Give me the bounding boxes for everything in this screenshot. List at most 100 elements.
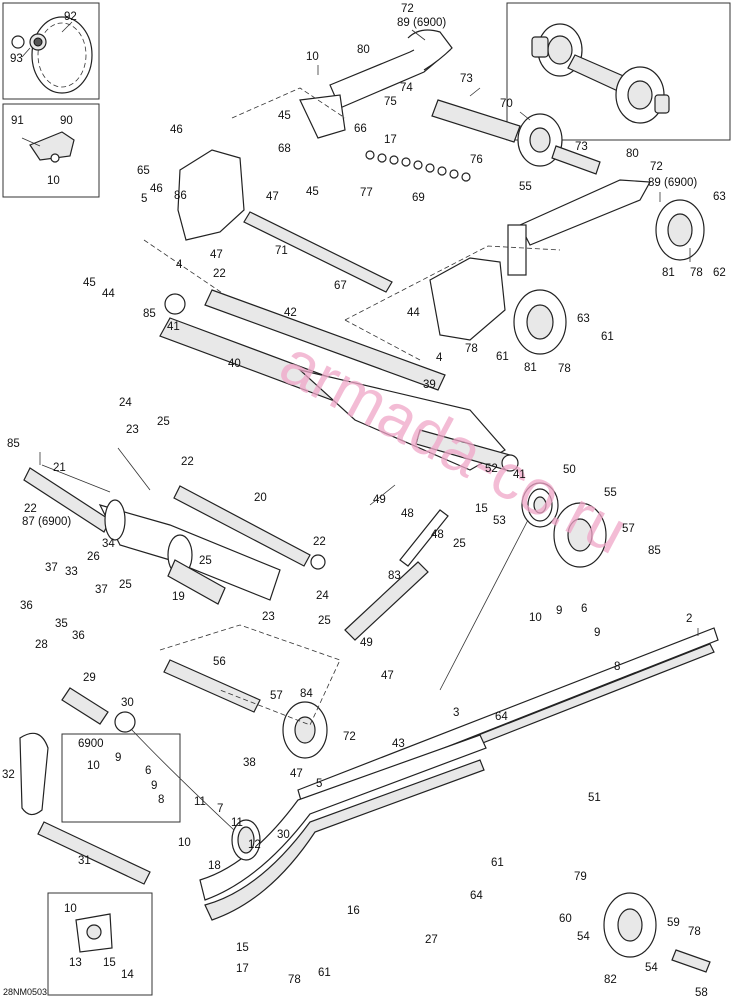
callout: 31 (78, 855, 91, 867)
callout: 78 (558, 363, 571, 375)
callout: 30 (277, 829, 290, 841)
callout: 8 (158, 794, 164, 806)
callout: 8 (614, 661, 620, 673)
callout: 19 (172, 591, 185, 603)
callout: 92 (64, 11, 77, 23)
stopper-13-part (75, 913, 113, 953)
callout: 24 (119, 397, 132, 409)
callout: 37 (45, 562, 58, 574)
callout: 47 (266, 191, 279, 203)
callout: 68 (278, 143, 291, 155)
callout: 15 (236, 942, 249, 954)
spacer-row-69 (365, 150, 471, 182)
callout: 63 (577, 313, 590, 325)
callout: 4 (436, 352, 443, 364)
callout: 48 (431, 529, 444, 541)
callout: 82 (604, 974, 617, 986)
front-link-assembly (19, 624, 341, 885)
callout: 73 (460, 73, 473, 85)
callout: 85 (7, 438, 20, 450)
callout: 86 (174, 190, 187, 202)
callout: 7 (217, 803, 223, 815)
callout: 6 (581, 603, 587, 615)
callout: 61 (601, 331, 614, 343)
callout: 85 (648, 545, 661, 557)
callout: 40 (228, 358, 241, 370)
watermark-text: armada-co.ru (269, 325, 639, 567)
callout-labels: 92 93 91 90 10 72 89 (6900) 10 80 74 45 … (2, 3, 726, 999)
callout: 53 (493, 515, 506, 527)
callout: 78 (288, 974, 301, 986)
reflector-part (11, 16, 93, 94)
callout: 52 (485, 463, 498, 475)
callout: 64 (495, 711, 508, 723)
callout: 13 (69, 957, 82, 969)
callout: 62 (713, 267, 726, 279)
callout: 91 (11, 115, 24, 127)
callout: 49 (360, 637, 373, 649)
callout: 60 (559, 913, 572, 925)
callout: 43 (392, 738, 405, 750)
callout: 17 (384, 134, 397, 146)
callout: 18 (208, 860, 221, 872)
callout: 80 (357, 44, 370, 56)
callout: 78 (465, 343, 478, 355)
callout: 71 (275, 245, 288, 257)
callout: 45 (83, 277, 96, 289)
callout: 10 (178, 837, 191, 849)
callout: 61 (496, 351, 509, 363)
callout: 58 (695, 987, 708, 999)
callout: 41 (167, 321, 180, 333)
callout: 87 (6900) (22, 516, 71, 528)
callout: 25 (453, 538, 466, 550)
callout: 23 (262, 611, 275, 623)
callout: 34 (102, 538, 115, 550)
callout: 41 (513, 469, 526, 481)
callout: 84 (300, 688, 313, 700)
callout: 20 (254, 492, 267, 504)
callout: 29 (83, 672, 96, 684)
callout: 10 (64, 903, 77, 915)
callout: 63 (713, 191, 726, 203)
callout: 85 (143, 308, 156, 320)
callout: 39 (423, 379, 436, 391)
callout: 9 (115, 752, 121, 764)
callout: 72 (650, 161, 663, 173)
callout: 83 (388, 570, 401, 582)
callout: 10 (529, 612, 542, 624)
callout: 44 (407, 307, 420, 319)
callout: 23 (126, 424, 139, 436)
callout: 55 (519, 181, 532, 193)
callout: 9 (594, 627, 600, 639)
callout: 69 (412, 192, 425, 204)
upper-frame-assembly (143, 29, 705, 361)
callout: 14 (121, 969, 134, 981)
callout: 36 (72, 630, 85, 642)
leader-lines (21, 21, 699, 636)
callout: 27 (425, 934, 438, 946)
callout: 56 (213, 656, 226, 668)
callout: 55 (604, 487, 617, 499)
callout: 32 (2, 769, 15, 781)
callout: 15 (475, 503, 488, 515)
callout: 47 (381, 670, 394, 682)
callout: 66 (354, 123, 367, 135)
callout: 76 (470, 154, 483, 166)
callout: 64 (470, 890, 483, 902)
callout: 81 (524, 362, 537, 374)
callout: 57 (622, 523, 635, 535)
callout: 22 (313, 536, 326, 548)
callout: 9 (151, 780, 157, 792)
callout: 35 (55, 618, 68, 630)
wheel-set-6900 (531, 23, 670, 124)
callout: 30 (121, 697, 134, 709)
callout: 10 (47, 175, 60, 187)
callout: 89 (6900) (648, 177, 697, 189)
callout: 25 (199, 555, 212, 567)
callout: 72 (401, 3, 414, 15)
callout: 50 (563, 464, 576, 476)
callout: 25 (318, 615, 331, 627)
callout: 54 (577, 931, 590, 943)
callout: 22 (181, 456, 194, 468)
